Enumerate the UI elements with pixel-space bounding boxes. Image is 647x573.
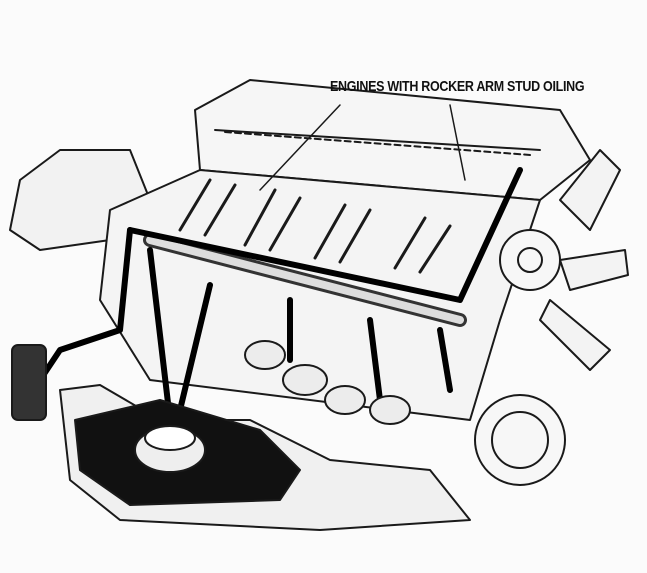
fan xyxy=(539,149,629,371)
harmonic-balancer xyxy=(474,394,566,486)
callout-label: ENGINES WITH ROCKER ARM STUD OILING xyxy=(330,78,585,95)
rocker-arms xyxy=(178,178,452,274)
crankshaft xyxy=(244,340,411,425)
callout-leader xyxy=(259,104,341,191)
oil-passages xyxy=(37,167,523,423)
oil-filter xyxy=(11,344,47,421)
engine-block xyxy=(99,169,541,421)
oil-gallery-rail xyxy=(224,131,531,156)
